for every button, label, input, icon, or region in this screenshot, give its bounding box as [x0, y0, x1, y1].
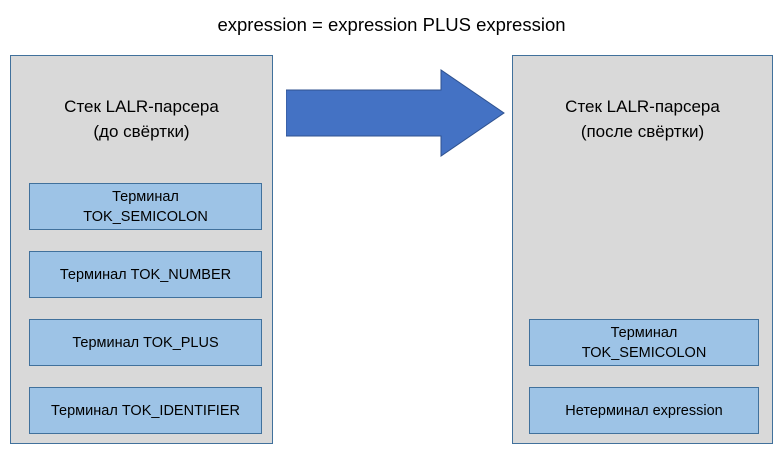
panel-after-heading-line1: Стек LALR-парсера [565, 97, 720, 116]
panel-before-heading: Стек LALR-парсера (до свёртки) [11, 94, 272, 144]
stack-item-terminal-identifier: Терминал TOK_IDENTIFIER [29, 387, 262, 434]
arrow-polygon [286, 69, 505, 157]
stack-item-terminal-semicolon-after: Терминал TOK_SEMICOLON [529, 319, 759, 366]
stack-item-label: Терминал TOK_SEMICOLON [581, 324, 707, 361]
stack-item-terminal-plus: Терминал TOK_PLUS [29, 319, 262, 366]
panel-after-heading-line2: (после свёртки) [580, 122, 705, 141]
stack-item-label: Терминал TOK_SEMICOLON [83, 188, 208, 225]
stack-panel-before-reduction: Стек LALR-парсера (до свёртки) Терминал … [10, 55, 273, 444]
right-block-arrow-icon [286, 69, 505, 157]
stack-item-label: Нетерминал expression [565, 402, 723, 419]
panel-before-heading-line2: (до свёртки) [93, 122, 190, 141]
stack-item-terminal-number: Терминал TOK_NUMBER [29, 251, 262, 298]
stack-panel-after-reduction: Стек LALR-парсера (после свёртки) Термин… [512, 55, 773, 444]
panel-after-heading: Стек LALR-парсера (после свёртки) [513, 94, 772, 144]
diagram-title: expression = expression PLUS expression [217, 14, 566, 35]
panel-before-heading-line1: Стек LALR-парсера [64, 97, 219, 116]
stack-item-label: Терминал TOK_PLUS [72, 334, 219, 351]
stack-item-label: Терминал TOK_IDENTIFIER [51, 402, 240, 419]
stack-item-label: Терминал TOK_NUMBER [59, 266, 232, 283]
stack-item-nonterminal-expression: Нетерминал expression [529, 387, 759, 434]
stack-item-terminal-semicolon-before: Терминал TOK_SEMICOLON [29, 183, 262, 230]
